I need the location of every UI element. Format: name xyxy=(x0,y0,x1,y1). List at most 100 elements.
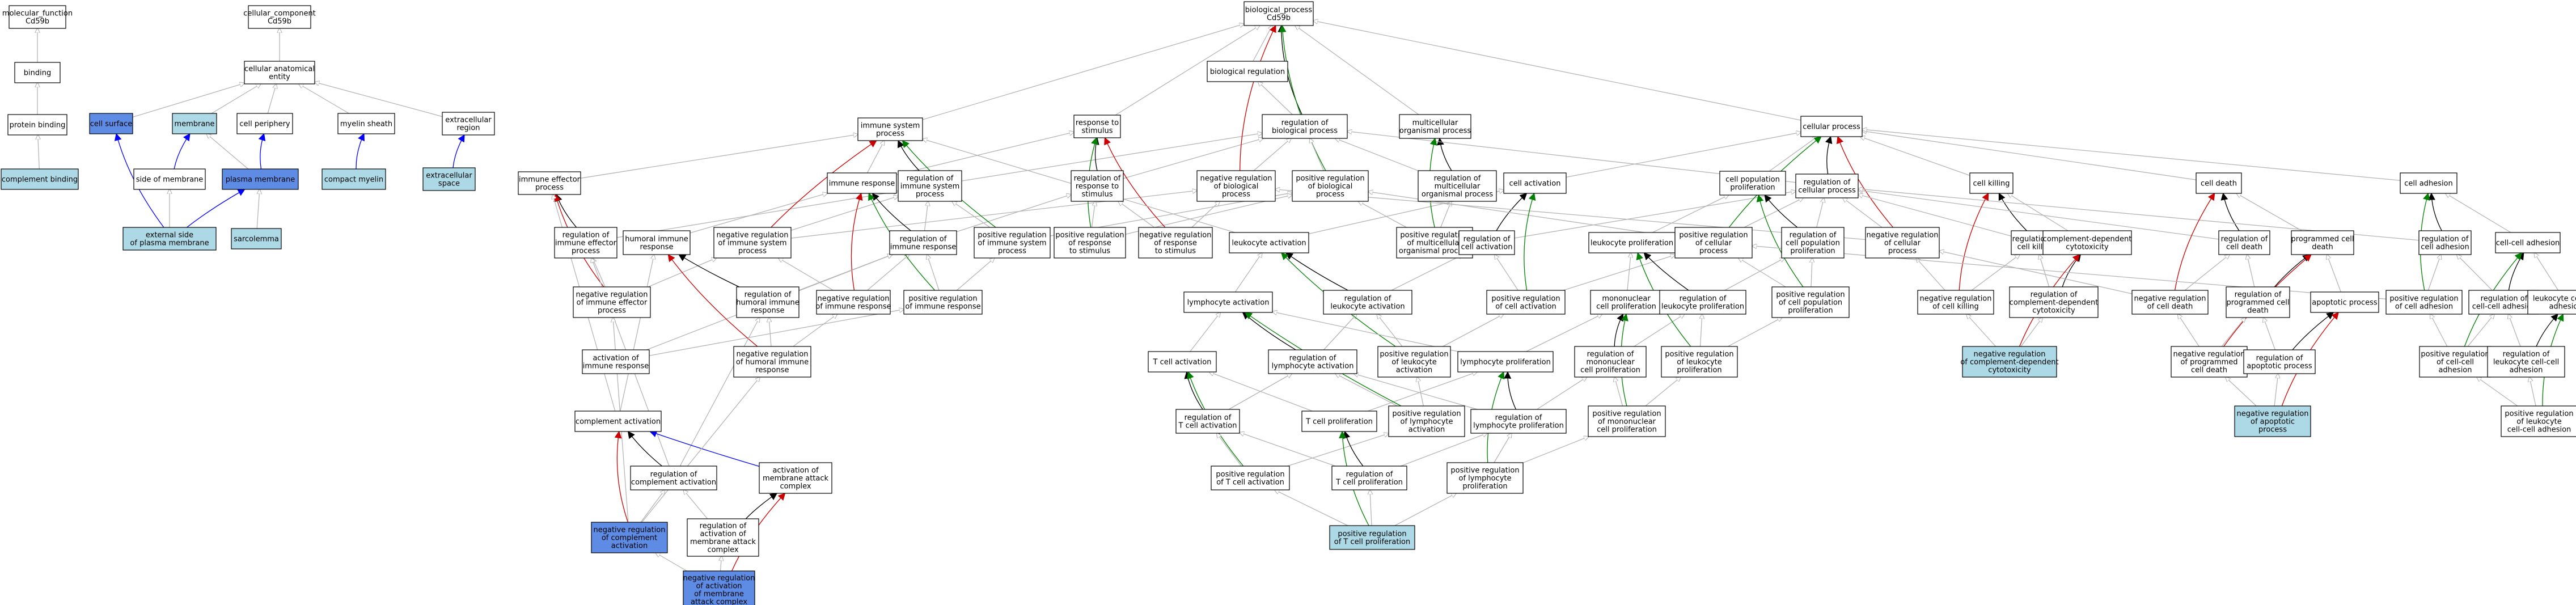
node-membrane[interactable]: membrane xyxy=(172,113,217,134)
node-compact[interactable]: complement activation xyxy=(574,411,662,432)
node-myelin[interactable]: myelin sheath xyxy=(337,113,395,134)
node-regcdcyto[interactable]: regulation ofcomplement-dependentcytotox… xyxy=(2009,286,2099,318)
node-sidemem[interactable]: side of membrane xyxy=(133,168,206,190)
node-celldeath[interactable]: cell death xyxy=(2196,172,2242,194)
node-celladh[interactable]: cell adhesion xyxy=(2400,172,2457,194)
node-cellproc[interactable]: cellular process xyxy=(1800,116,1863,137)
node-binding[interactable]: binding xyxy=(14,62,61,83)
node-compactmy[interactable]: compact myelin xyxy=(322,168,386,190)
node-compbind[interactable]: complement binding xyxy=(1,168,79,190)
node-bioreg[interactable]: biological regulation xyxy=(1207,61,1288,82)
node-regtcellact[interactable]: regulation ofT cell activation xyxy=(1175,409,1240,434)
node-tcellact[interactable]: T cell activation xyxy=(1148,351,1217,373)
node-cellact[interactable]: cell activation xyxy=(1503,172,1567,194)
node-protbind[interactable]: protein binding xyxy=(7,114,67,136)
node-apoptotic[interactable]: apoptotic process xyxy=(2310,291,2379,313)
node-tcellprol[interactable]: T cell proliferation xyxy=(1301,411,1377,432)
node-ccadh[interactable]: cell-cell adhesion xyxy=(2495,232,2561,253)
node-plasmamem[interactable]: plasma membrane xyxy=(222,168,299,190)
node-lymphprol[interactable]: lymphocyte proliferation xyxy=(1457,351,1554,373)
node-cellsurf[interactable]: cell surface xyxy=(89,113,133,134)
node-lymphact[interactable]: lymphocyte activation xyxy=(1183,291,1273,313)
node-cellperiph[interactable]: cell periphery xyxy=(236,113,293,134)
node-sarcol[interactable]: sarcolemma xyxy=(231,228,282,249)
node-immresp[interactable]: immune response xyxy=(827,172,897,194)
node-leukact[interactable]: leukocyte activation xyxy=(1229,232,1309,253)
node-cellkill[interactable]: cell killing xyxy=(1969,172,2014,194)
